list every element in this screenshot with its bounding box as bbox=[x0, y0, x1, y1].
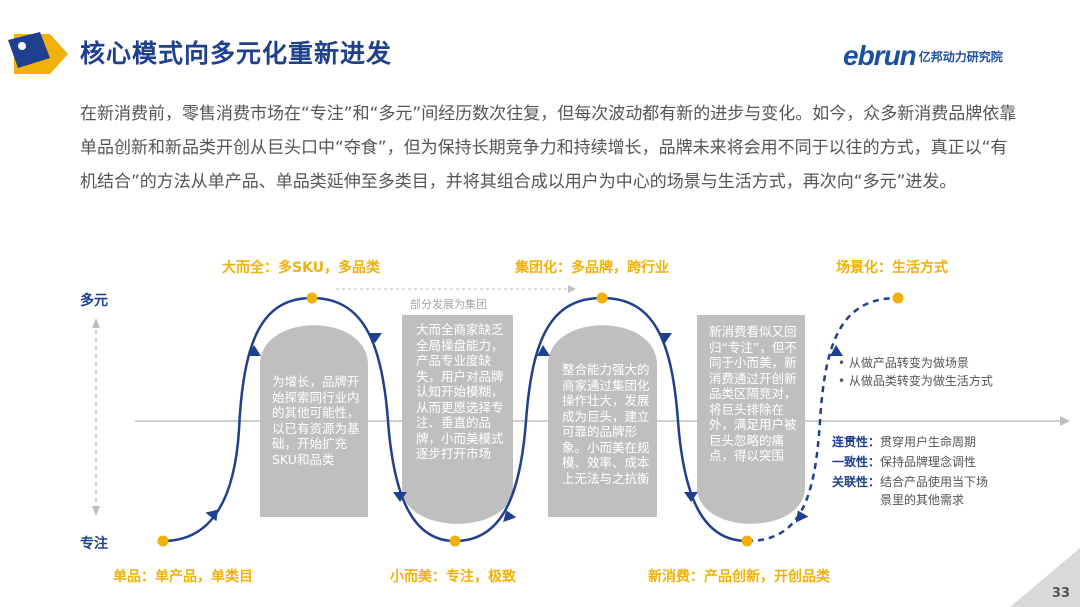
stage-box-2 bbox=[402, 315, 513, 524]
stage-label-bottom-2: 小而美：专注，极致 bbox=[390, 569, 516, 585]
scene-bullets: • 从做产品转变为做场景 • 从做品类转变为做生活方式 bbox=[838, 354, 1008, 390]
curve-arrow bbox=[393, 492, 407, 502]
stage-label-bottom-3: 新消费：产品创新，开创品类 bbox=[648, 569, 830, 585]
stage-box-text-1: 为增长，品牌开始探索同行业内的其他可能性，以已有资源为基础，开始扩充SKU和品类 bbox=[272, 374, 360, 467]
stage-dot bbox=[306, 292, 318, 304]
stage-box-4 bbox=[697, 315, 805, 524]
scene-property: 关联性：结合产品使用当下场景里的其他需求 bbox=[832, 475, 989, 507]
stage-label-top-3: 场景化：生活方式 bbox=[836, 260, 948, 276]
page-title: 核心模式向多元化重新进发 bbox=[80, 39, 393, 68]
note-label: 部分发展为集团 bbox=[410, 298, 487, 311]
curve-arrow bbox=[503, 510, 517, 523]
stage-dot bbox=[157, 535, 169, 547]
stage-label-top-1: 大而全：多SKU，多品类 bbox=[222, 260, 381, 276]
stage-dot bbox=[892, 292, 904, 304]
stage-box-3 bbox=[548, 325, 657, 517]
stage-dot bbox=[596, 292, 608, 304]
logo-main: ebrun bbox=[843, 40, 917, 71]
stage-dot bbox=[741, 535, 753, 547]
stage-box-text-3: 整合能力强大的商家通过集团化操作壮大，发展成为巨头，建立可靠的品牌形象。小而美在… bbox=[562, 362, 650, 486]
axis-arrow-up bbox=[92, 318, 100, 328]
intro-paragraph: 在新消费前，零售消费市场在“专注”和“多元”间经历数次往复，但每次波动都有新的进… bbox=[80, 104, 1017, 192]
axis-arrow-down bbox=[92, 506, 100, 516]
horizontal-axis-arrow bbox=[1060, 416, 1070, 426]
curve-arrow bbox=[205, 509, 218, 522]
corner-decoration bbox=[1010, 548, 1080, 607]
curve-arrow bbox=[658, 333, 672, 343]
stage-box-text-2: 大而全商家缺乏全局操盘能力，产品专业度缺失，用户对品牌认知开始模糊，从而更愿选择… bbox=[416, 322, 504, 461]
stage-box-1 bbox=[260, 325, 368, 517]
scene-bullet: • 从做品类转变为做生活方式 bbox=[838, 374, 993, 388]
axis-label-bottom: 专注 bbox=[80, 536, 108, 552]
page-number: 33 bbox=[1051, 586, 1070, 601]
curve-arrow bbox=[368, 333, 382, 343]
wave-curve-dashed bbox=[746, 296, 899, 543]
curve-arrow bbox=[248, 345, 261, 356]
brand-logo: ebrun 亿邦动力研究院 bbox=[843, 40, 1003, 72]
scene-property: 连贯性：贯穿用户生命周期 bbox=[832, 435, 977, 449]
curve-arrow bbox=[830, 345, 843, 356]
scene-property: 一致性：保持品牌理念调性 bbox=[832, 455, 977, 469]
stage-box-text-4: 新消费看似又回归“专注”，但不同于小而美，新消费通过开创新品类区隔竞对，将巨头排… bbox=[709, 324, 797, 463]
axis-label-top: 多元 bbox=[80, 293, 108, 309]
curve-arrow bbox=[537, 345, 550, 356]
curve-arrow bbox=[684, 492, 698, 502]
stage-label-bottom-1: 单品：单产品，单类目 bbox=[113, 569, 253, 585]
tag-icon bbox=[8, 32, 68, 74]
curve-arrow bbox=[795, 510, 809, 523]
scene-bullet: • 从做产品转变为做场景 bbox=[838, 356, 969, 370]
stage-label-top-2: 集团化：多品牌，跨行业 bbox=[515, 260, 669, 276]
stage-dot bbox=[449, 535, 461, 547]
logo-sub: 亿邦动力研究院 bbox=[918, 49, 1003, 64]
